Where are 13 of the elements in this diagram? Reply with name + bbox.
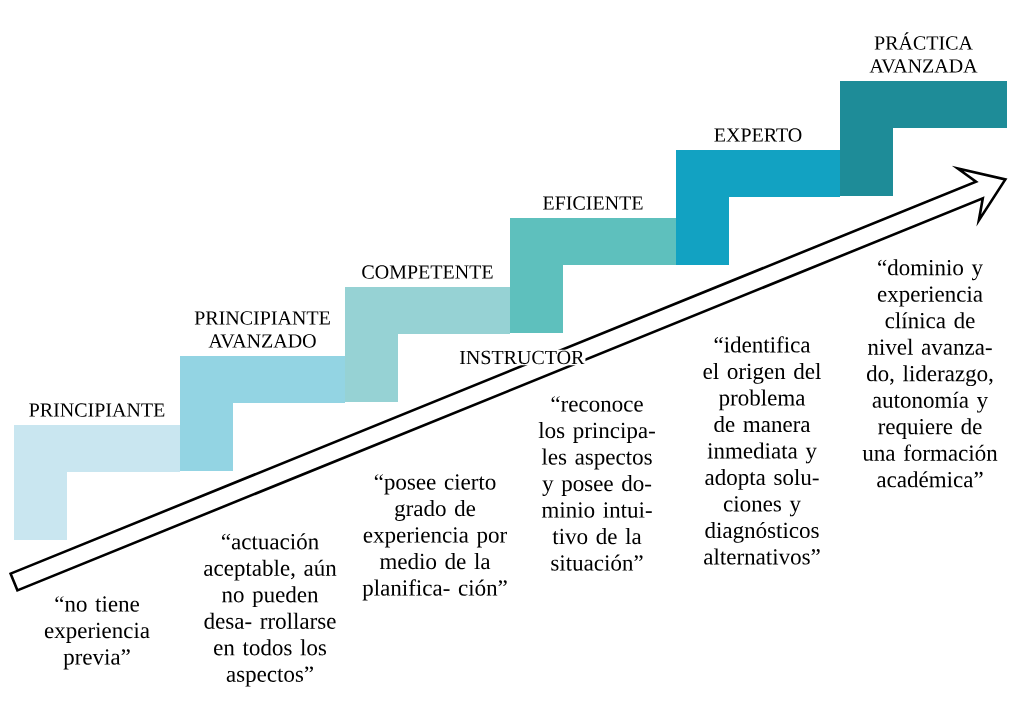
stage-description: “actuación aceptable, aún no pueden desa- rrollarse en todos los aspectos”: [204, 533, 337, 687]
step-label: COMPETENTE: [362, 265, 493, 279]
step-label: PRINCIPIANTE AVANZADO: [194, 311, 330, 348]
stage-description: “dominio y experiencia clínica de nivel avanza- do, liderazgo, autonomía y requiere de una formación académica”: [862, 259, 998, 488]
arrow-label: INSTRUCTOR: [458, 349, 586, 366]
stage-description: “posee cierto grado de experiencia por medio de la planifica- ción”: [362, 474, 507, 601]
stage-description: “reconoce los principa- les aspectos y posee do- minio intui- tivo de la situación”: [538, 396, 655, 571]
stage-description: “identifica el origen del problema de manera inmediata y adopta solu- ciones y diagnósticos alternativos”: [703, 336, 821, 565]
step-label: EXPERTO: [714, 128, 802, 142]
step-label: PRÁCTICA AVANZADA: [869, 32, 978, 73]
step-label: EFICIENTE: [543, 196, 643, 210]
step-label: PRINCIPIANTE: [29, 403, 165, 417]
stage-description: “no tiene experiencia previa”: [44, 596, 150, 670]
